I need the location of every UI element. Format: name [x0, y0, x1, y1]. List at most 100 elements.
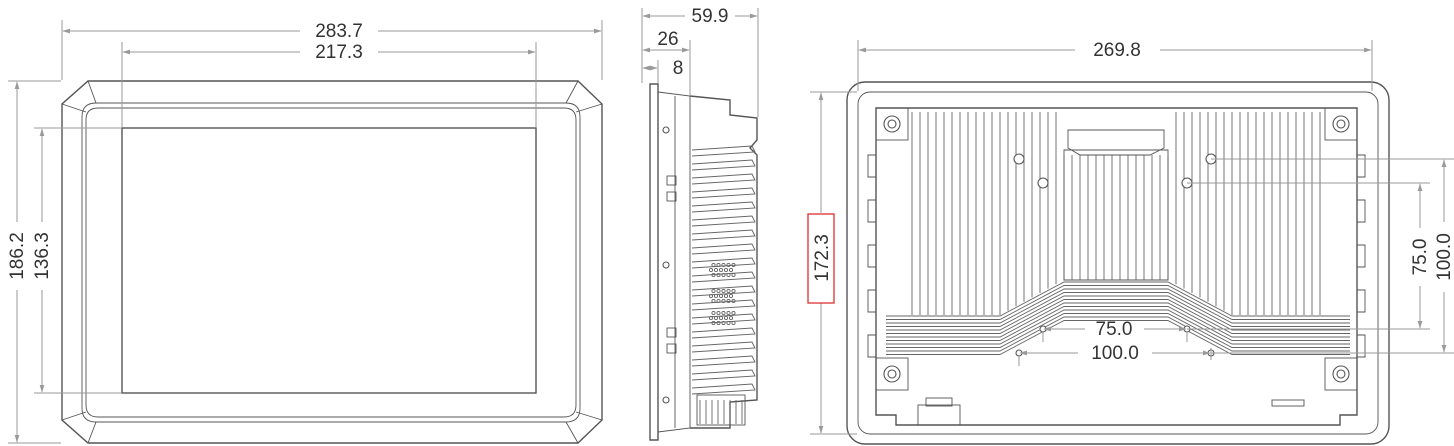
rear-view: 269.8 172.3 75.0 100.0 75.0 100.0 — [807, 40, 1454, 445]
sweep-line — [886, 295, 1350, 331]
sweep-line — [886, 292, 1350, 327]
side-connector — [696, 394, 746, 426]
dim-depth-b: 8 — [673, 58, 684, 79]
side-fin — [691, 173, 756, 185]
side-fin — [691, 355, 756, 367]
side-clip-right — [1357, 334, 1366, 358]
vent-dot — [718, 267, 724, 273]
vent-dot — [728, 293, 734, 299]
rear-sweep-lines — [886, 281, 1350, 355]
bevel-bl — [61, 411, 87, 421]
dim-vesa-large-h: 100.0 — [1091, 343, 1139, 364]
dim-rear-height: 172.3 — [812, 234, 833, 282]
vent-dot — [713, 315, 719, 321]
bevel-tl — [61, 103, 87, 113]
corner-mount — [1324, 357, 1358, 391]
vent-dot — [723, 267, 729, 273]
side-clip-right — [1357, 244, 1366, 268]
side-clip-left — [867, 334, 876, 358]
vent-dot — [731, 320, 736, 326]
side-screw-icon — [662, 396, 670, 404]
sweep-line — [886, 285, 1350, 320]
side-connector-pins — [699, 400, 743, 424]
vent-dot — [726, 320, 731, 326]
front-bezel-inner2 — [85, 107, 577, 418]
corner-screw-inner — [1336, 369, 1346, 379]
sweep-line — [886, 299, 1350, 334]
side-port-icon — [666, 191, 677, 202]
side-fin — [691, 383, 756, 395]
side-clip-left — [867, 154, 876, 178]
sweep-line — [886, 309, 1350, 345]
vent-dot — [716, 320, 721, 326]
vent-dot — [716, 310, 721, 316]
dim-overall-width: 283.7 — [315, 21, 363, 42]
corner-mount — [875, 357, 909, 391]
vent-dot — [711, 320, 716, 326]
side-clip-right — [1357, 154, 1366, 178]
vent-dot — [718, 293, 724, 299]
side-clip-left — [867, 289, 876, 313]
vent-dot — [716, 288, 721, 294]
vesa-hole-icon — [1037, 177, 1049, 189]
corner-screw-inner — [887, 369, 897, 379]
side-clip-left — [867, 199, 876, 223]
side-screw-icon — [662, 126, 670, 134]
vent-dot — [723, 315, 729, 321]
vent-dot — [726, 310, 731, 316]
dim-rear-width: 269.8 — [1093, 40, 1141, 61]
vent-dot — [716, 298, 721, 304]
rear-corner-screws — [875, 107, 1358, 391]
highlight-box — [807, 213, 835, 304]
vent-dot — [716, 272, 721, 278]
side-port-icon — [666, 327, 677, 338]
vent-dot — [721, 310, 726, 316]
dim-vesa-large-v: 100.0 — [1434, 233, 1454, 281]
corner-screw-inner — [887, 119, 897, 129]
side-fin — [691, 341, 756, 353]
side-port-icon — [666, 175, 677, 186]
side-body-front — [657, 91, 691, 433]
vent-dot — [718, 315, 724, 321]
rear-heatsink — [875, 107, 1358, 426]
sweep-line — [886, 306, 1350, 341]
corner-screw-inner — [1336, 119, 1346, 129]
vent-dot — [721, 298, 726, 304]
vent-dot — [731, 310, 736, 316]
vent-dot — [726, 262, 731, 268]
vent-dot — [711, 310, 716, 316]
corner-mount — [1324, 107, 1358, 141]
vent-dot — [731, 262, 736, 268]
vent-dot — [728, 315, 734, 321]
vent-dot — [711, 272, 716, 278]
vent-dot — [728, 267, 734, 273]
vent-dot — [711, 262, 716, 268]
vent-dot — [708, 293, 714, 299]
side-fin — [691, 201, 756, 213]
side-bezel — [649, 83, 659, 441]
rear-center-block — [1063, 149, 1169, 281]
side-fin — [691, 369, 756, 381]
vent-dot — [723, 293, 729, 299]
dim-vesa-small-v: 75.0 — [1410, 239, 1431, 276]
front-screen — [121, 127, 537, 394]
rear-heatsink-fins — [911, 112, 1321, 315]
side-clip-left — [867, 244, 876, 268]
vent-dot — [711, 288, 716, 294]
vent-dot — [721, 320, 726, 326]
side-fin — [691, 243, 756, 255]
dim-depth-total: 59.9 — [692, 6, 729, 27]
vent-dot — [721, 272, 726, 278]
side-fin — [691, 285, 756, 297]
vent-dot — [708, 315, 714, 321]
sweep-line — [886, 288, 1350, 324]
side-fin — [691, 159, 756, 171]
vent-dot — [731, 288, 736, 294]
rear-connector-top — [925, 397, 953, 407]
bevel-tl2 — [87, 80, 97, 104]
side-fin — [691, 299, 756, 311]
side-screw-icon — [662, 261, 670, 269]
side-clip-right — [1357, 199, 1366, 223]
vent-dot — [726, 272, 731, 278]
